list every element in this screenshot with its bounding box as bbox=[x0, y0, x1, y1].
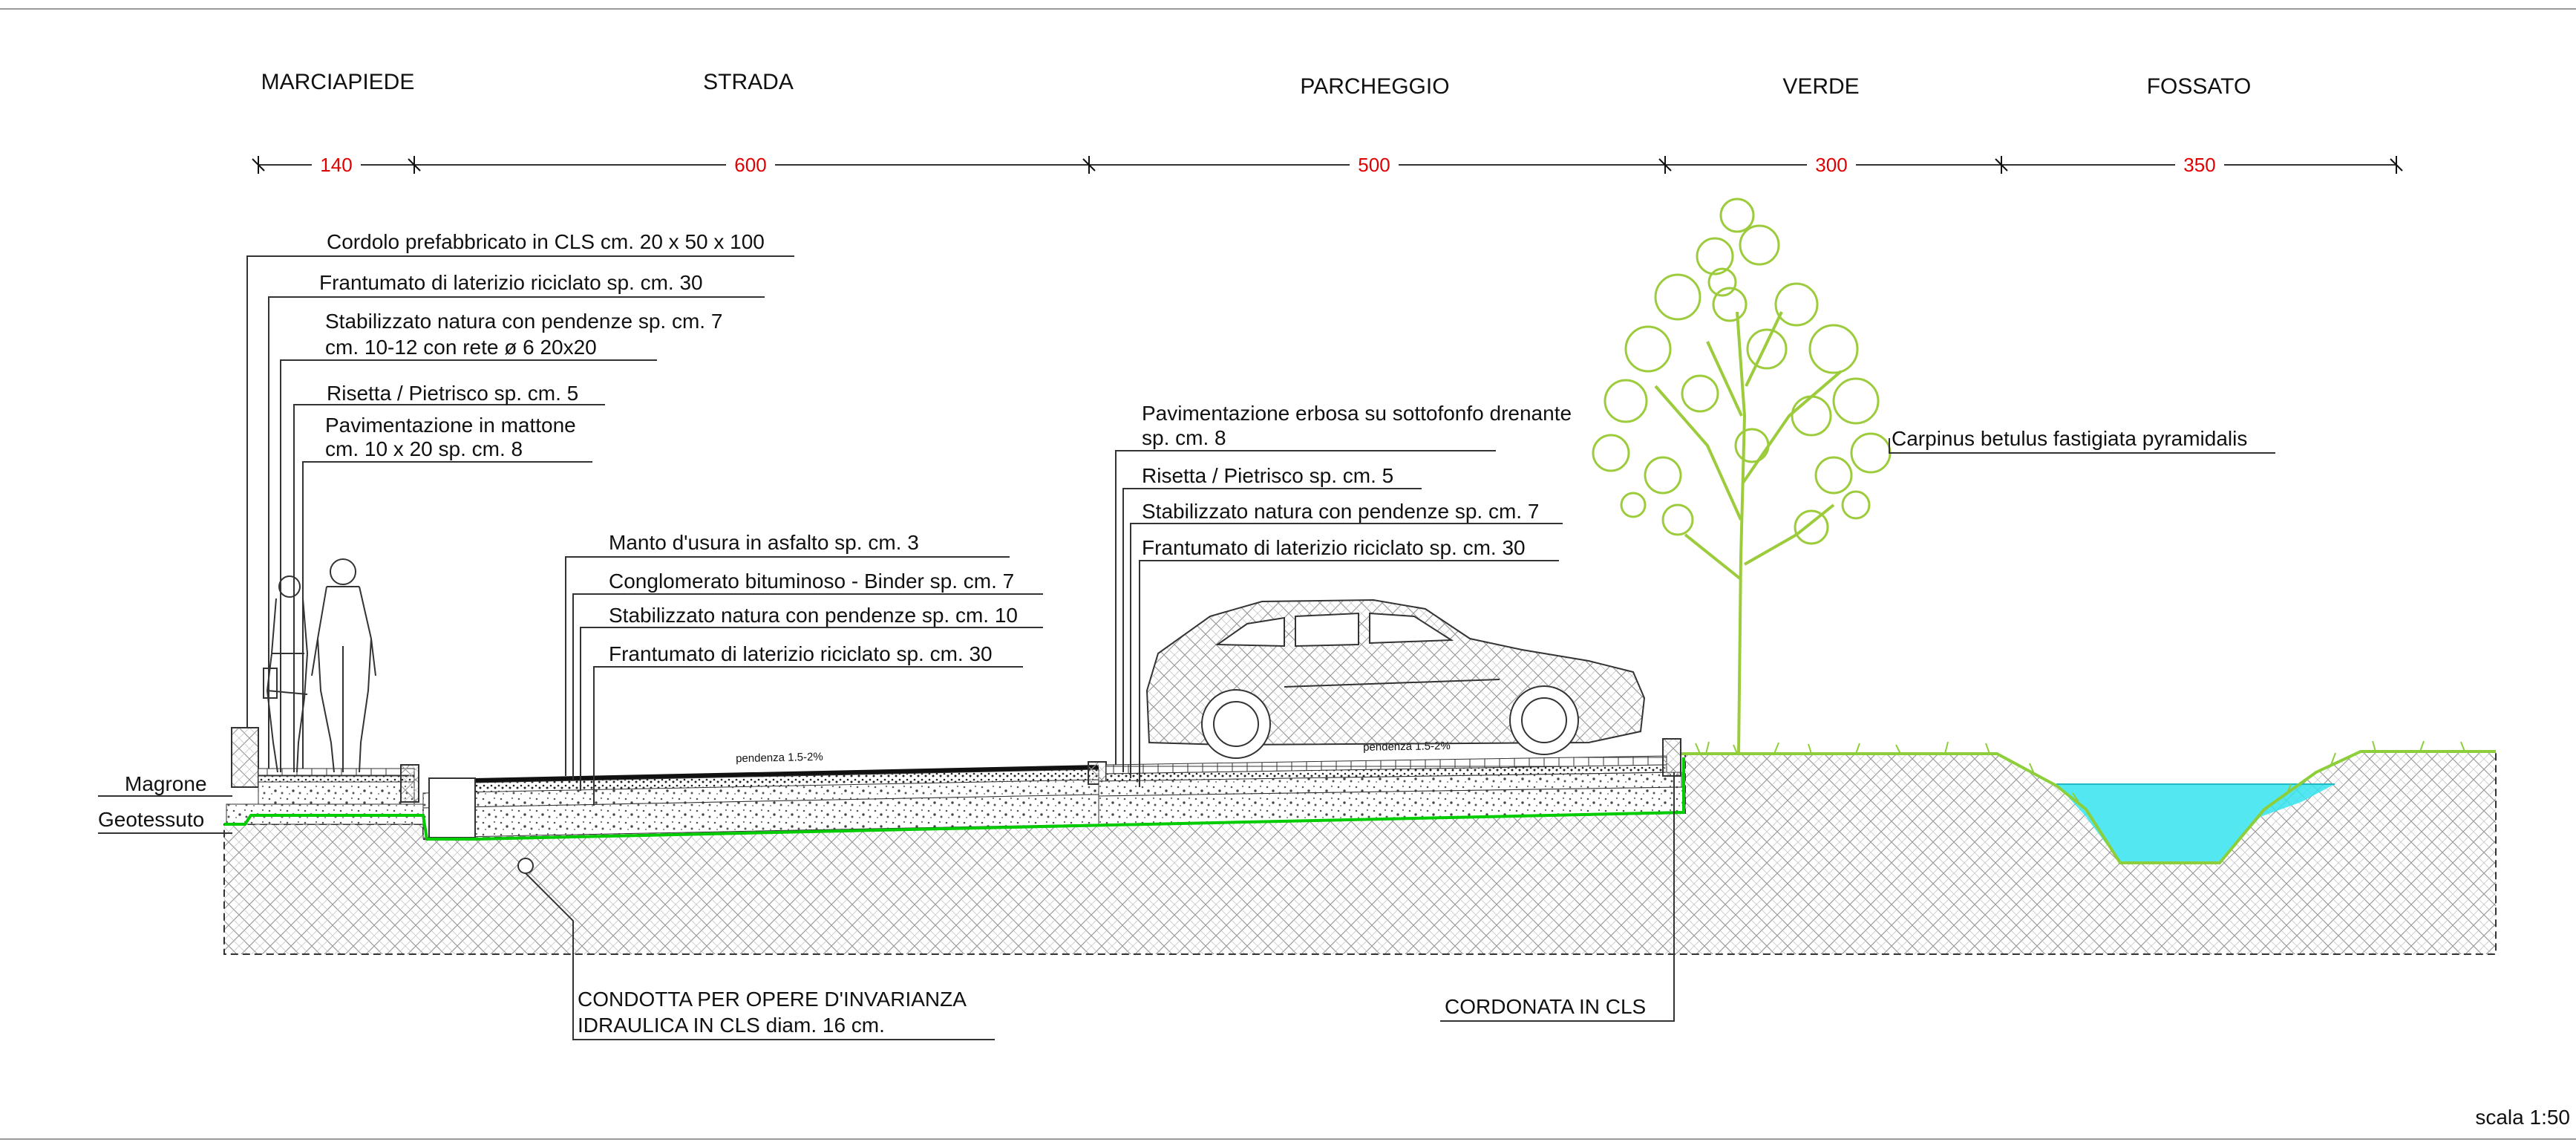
label-frantumato-sidewalk: Frantumato di laterizio riciclato sp. cm… bbox=[319, 271, 703, 294]
section-header-strada: STRADA bbox=[703, 70, 794, 94]
label-geotessuto: Geotessuto bbox=[98, 808, 204, 831]
section-header-fossato: FOSSATO bbox=[2147, 74, 2252, 99]
leader-lines bbox=[98, 255, 2275, 1040]
label-pav-erbosa-2: sp. cm. 8 bbox=[1142, 426, 1226, 449]
cordolo-curb bbox=[231, 727, 259, 788]
label-stabilizzato-parking: Stabilizzato natura con pendenze sp. cm.… bbox=[1142, 500, 1539, 523]
label-conglomerato: Conglomerato bituminoso - Binder sp. cm.… bbox=[609, 570, 1014, 593]
dimension-fossato: 350 bbox=[2183, 154, 2215, 176]
tree-figure bbox=[1592, 198, 1892, 754]
label-magrone: Magrone bbox=[125, 772, 207, 795]
geotextile-line bbox=[224, 757, 1685, 841]
label-stabilizzato-sidewalk-2: cm. 10-12 con rete ø 6 20x20 bbox=[325, 336, 597, 359]
car-figure bbox=[1145, 599, 1646, 759]
dimension-line: 140 600 500 300 350 bbox=[252, 154, 2403, 176]
dimension-verde: 300 bbox=[1815, 154, 1847, 176]
section-header-marciapiede: MARCIAPIEDE bbox=[261, 70, 415, 94]
pedestrians-figure bbox=[263, 558, 376, 773]
scale-label: scala 1:50 bbox=[2475, 1106, 2570, 1129]
dimension-strada: 600 bbox=[734, 154, 766, 176]
label-risetta-sidewalk: Risetta / Pietrisco sp. cm. 5 bbox=[327, 382, 578, 405]
dimension-parcheggio: 500 bbox=[1358, 154, 1390, 176]
section-header-parcheggio: PARCHEGGIO bbox=[1300, 74, 1449, 99]
label-frantumato-parking: Frantumato di laterizio riciclato sp. cm… bbox=[1142, 536, 1526, 559]
label-manto-usura: Manto d'usura in asfalto sp. cm. 3 bbox=[609, 531, 919, 554]
parking-structure: pendenza 1.5-2% bbox=[1098, 738, 1686, 825]
label-stabilizzato-road: Stabilizzato natura con pendenze sp. cm.… bbox=[609, 604, 1018, 627]
label-cordolo: Cordolo prefabbricato in CLS cm. 20 x 50… bbox=[327, 230, 765, 253]
drainage-pipe bbox=[517, 858, 534, 874]
label-pavimentazione-mattone-2: cm. 10 x 20 sp. cm. 8 bbox=[325, 437, 523, 460]
label-carpinus: Carpinus betulus fastigiata pyramidalis bbox=[1892, 427, 2247, 450]
road-structure: pendenza 1.5-2% bbox=[422, 751, 1107, 838]
label-pavimentazione-mattone-1: Pavimentazione in mattone bbox=[325, 414, 576, 437]
label-stabilizzato-sidewalk-1: Stabilizzato natura con pendenze sp. cm.… bbox=[325, 310, 722, 333]
label-risetta-parking: Risetta / Pietrisco sp. cm. 5 bbox=[1142, 464, 1393, 487]
ditch-water bbox=[2056, 784, 2335, 863]
grass-line bbox=[1681, 750, 2496, 864]
dimension-marciapiede: 140 bbox=[320, 154, 352, 176]
label-pav-erbosa-1: Pavimentazione erbosa su sottofonfo dren… bbox=[1142, 402, 1572, 425]
subsoil bbox=[223, 751, 2497, 955]
label-cordonata: CORDONATA IN CLS bbox=[1445, 995, 1646, 1018]
pendenza-road: pendenza 1.5-2% bbox=[736, 751, 823, 765]
drain-pit bbox=[428, 777, 476, 838]
label-frantumato-road: Frantumato di laterizio riciclato sp. cm… bbox=[609, 642, 993, 665]
grass-tufts bbox=[1695, 740, 2465, 847]
label-condotta-2: IDRAULICA IN CLS diam. 16 cm. bbox=[578, 1014, 885, 1037]
sidewalk-structure bbox=[226, 727, 424, 825]
section-header-verde: VERDE bbox=[1782, 74, 1859, 99]
label-condotta-1: CONDOTTA PER OPERE D'INVARIANZA bbox=[578, 988, 967, 1011]
cordonata-curb bbox=[1662, 738, 1681, 777]
